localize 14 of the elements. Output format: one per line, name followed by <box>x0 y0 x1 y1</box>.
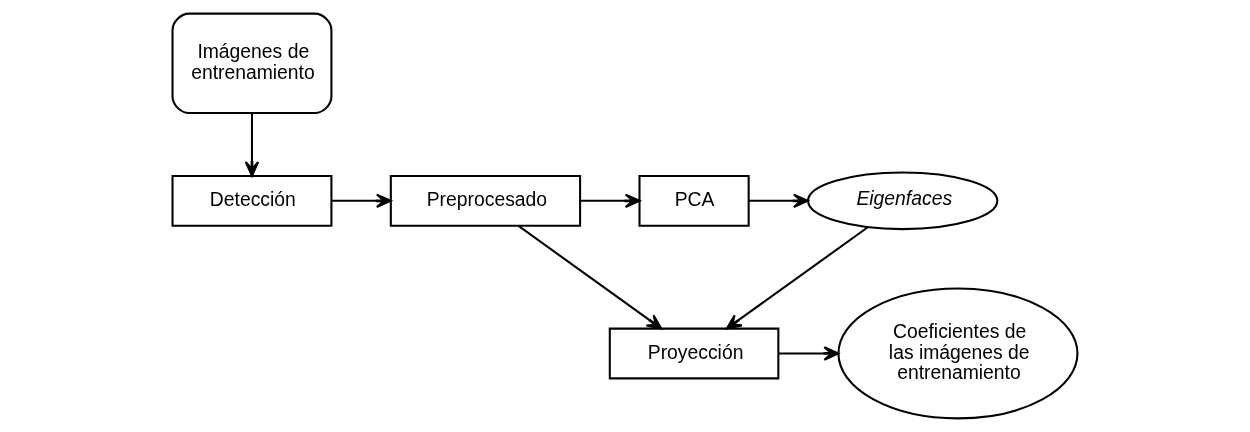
arrow <box>748 193 809 209</box>
node-ellipse: Coeficientes de las imágenes de entrenamiento <box>837 287 1079 420</box>
arrow <box>726 226 869 330</box>
arrow <box>778 346 840 361</box>
node-box: Detección <box>171 174 333 227</box>
node-box: Imágenes de entrenamiento <box>171 12 333 115</box>
arrow <box>244 113 260 177</box>
arrow <box>517 225 663 330</box>
node-box: Proyección <box>608 327 780 380</box>
arrow <box>580 193 641 209</box>
node-ellipse: Eigenfaces <box>807 171 999 231</box>
node-box: Preprocesado <box>389 174 582 227</box>
node-box: PCA <box>638 174 750 227</box>
arrow <box>331 193 392 209</box>
